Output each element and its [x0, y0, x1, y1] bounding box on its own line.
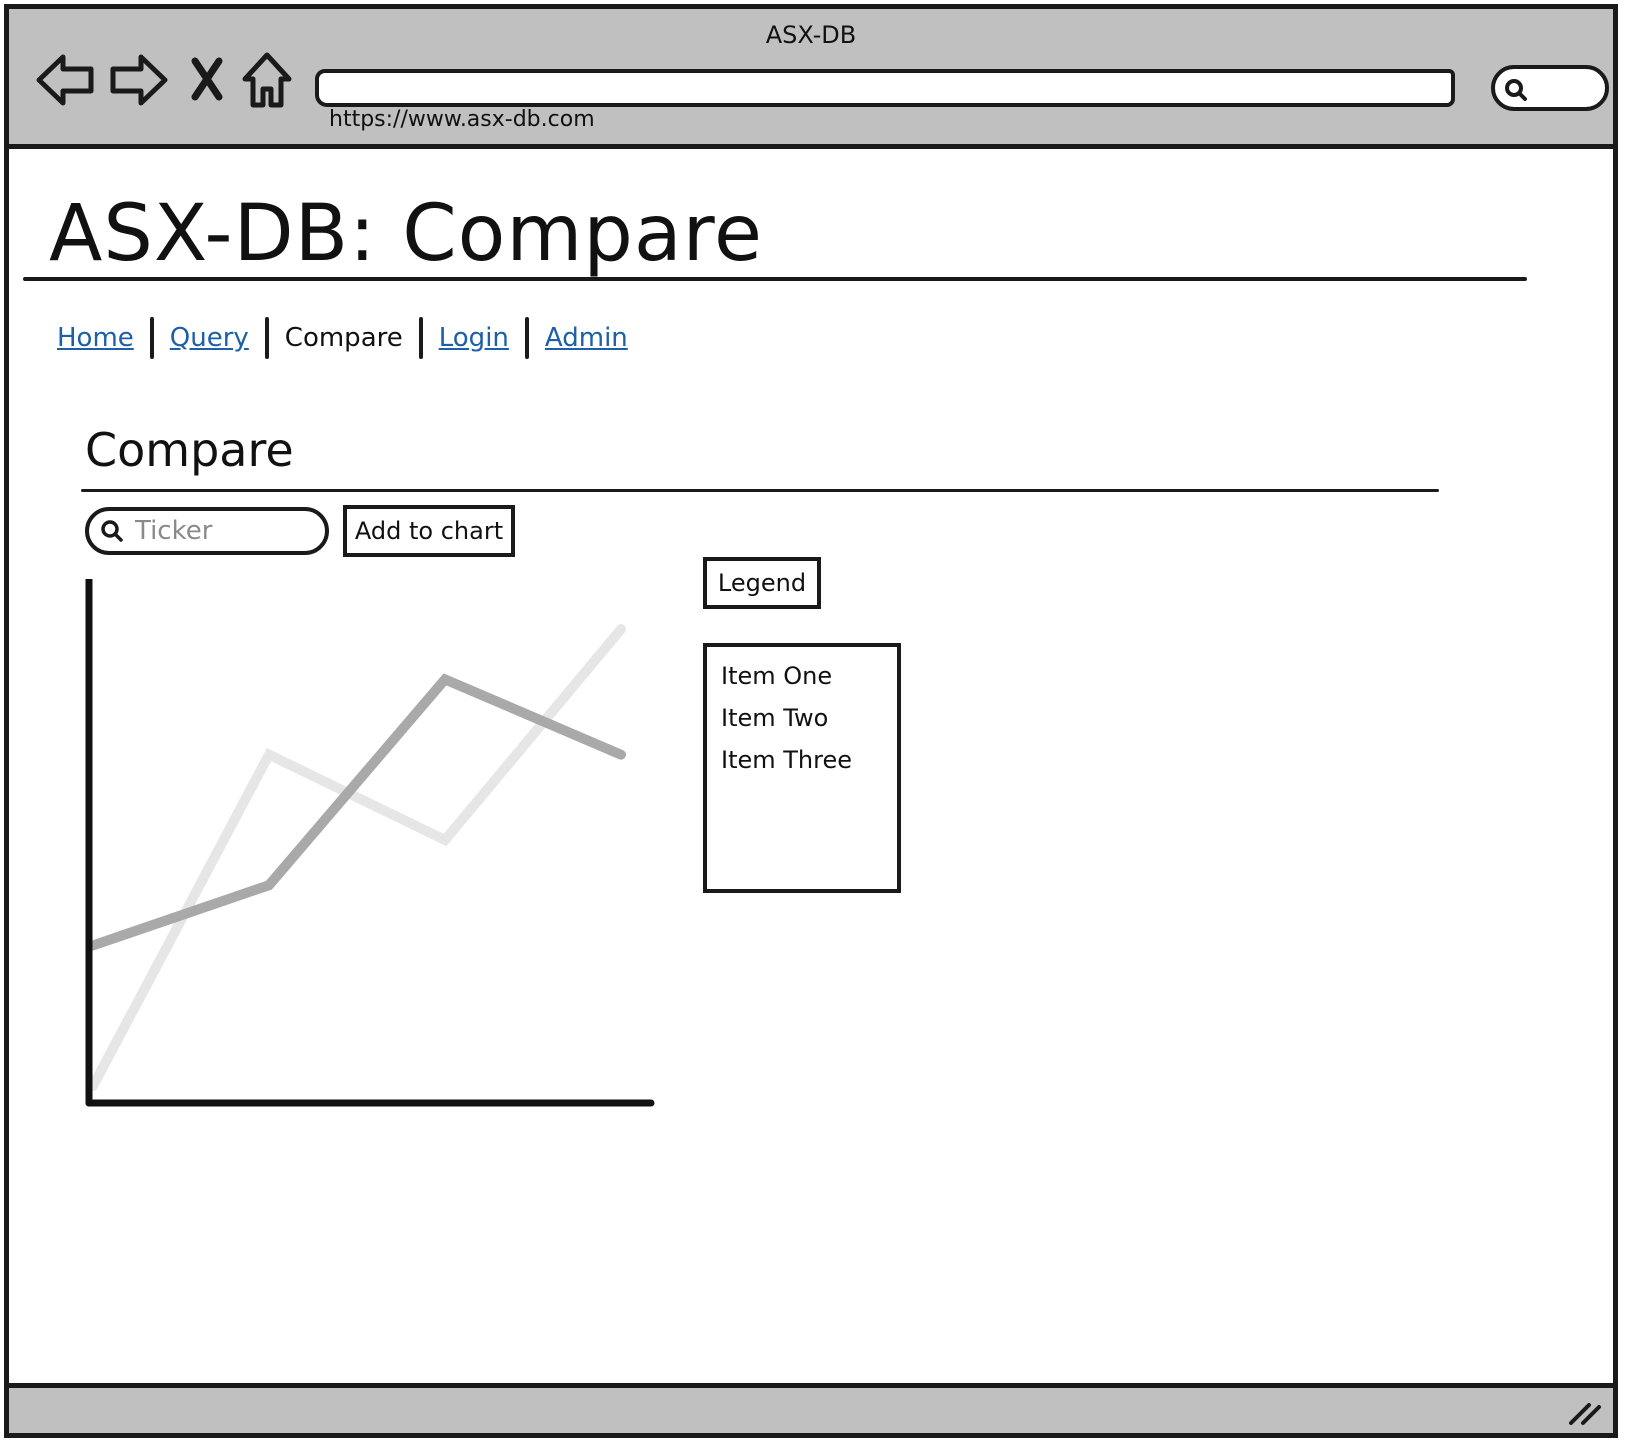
section-divider: [81, 489, 1439, 492]
title-divider: [23, 277, 1527, 281]
search-icon: [1505, 79, 1527, 101]
nav-link-home[interactable]: Home: [57, 323, 134, 353]
browser-search-box[interactable]: [1491, 65, 1609, 111]
nav-link-query[interactable]: Query: [169, 323, 249, 353]
resize-grip-icon[interactable]: [1567, 1397, 1603, 1427]
nav-link-admin[interactable]: Admin: [544, 323, 628, 353]
browser-window: ASX-DB https://www.asx-db.com ASX-DB: Co…: [4, 4, 1618, 1438]
stop-icon[interactable]: [189, 57, 225, 101]
page-title: ASX-DB: Compare: [49, 189, 764, 279]
ticker-search-field[interactable]: [85, 507, 329, 555]
nav-link-login[interactable]: Login: [438, 323, 509, 353]
legend-item[interactable]: Item One: [721, 662, 833, 690]
nav-separator: [149, 317, 154, 359]
nav-separator: [524, 317, 529, 359]
legend-item[interactable]: Item Three: [721, 746, 853, 774]
status-bar: [9, 1383, 1613, 1433]
search-icon: [101, 520, 123, 542]
ticker-input[interactable]: [133, 515, 317, 547]
section-title: Compare: [85, 423, 294, 477]
address-url[interactable]: https://www.asx-db.com: [329, 107, 595, 132]
add-to-chart-button[interactable]: Add to chart: [343, 505, 515, 557]
home-icon[interactable]: [241, 51, 293, 109]
legend-item[interactable]: Item Two: [721, 704, 829, 732]
nav-item-compare-current: Compare: [284, 323, 403, 353]
window-title: ASX-DB: [765, 21, 857, 49]
nav-separator: [418, 317, 423, 359]
browser-chrome: ASX-DB https://www.asx-db.com: [9, 9, 1613, 149]
series-line-2: [88, 624, 626, 1091]
legend-button[interactable]: Legend: [703, 557, 821, 609]
forward-arrow-icon[interactable]: [107, 51, 169, 109]
legend-list: Item One Item Two Item Three: [703, 643, 901, 893]
comparison-chart: [85, 579, 655, 1107]
nav-separator: [264, 317, 269, 359]
series-line-1: [88, 673, 626, 951]
back-arrow-icon[interactable]: [35, 51, 97, 109]
site-nav: Home Query Compare Login Admin: [57, 317, 628, 359]
address-bar[interactable]: [315, 69, 1455, 107]
